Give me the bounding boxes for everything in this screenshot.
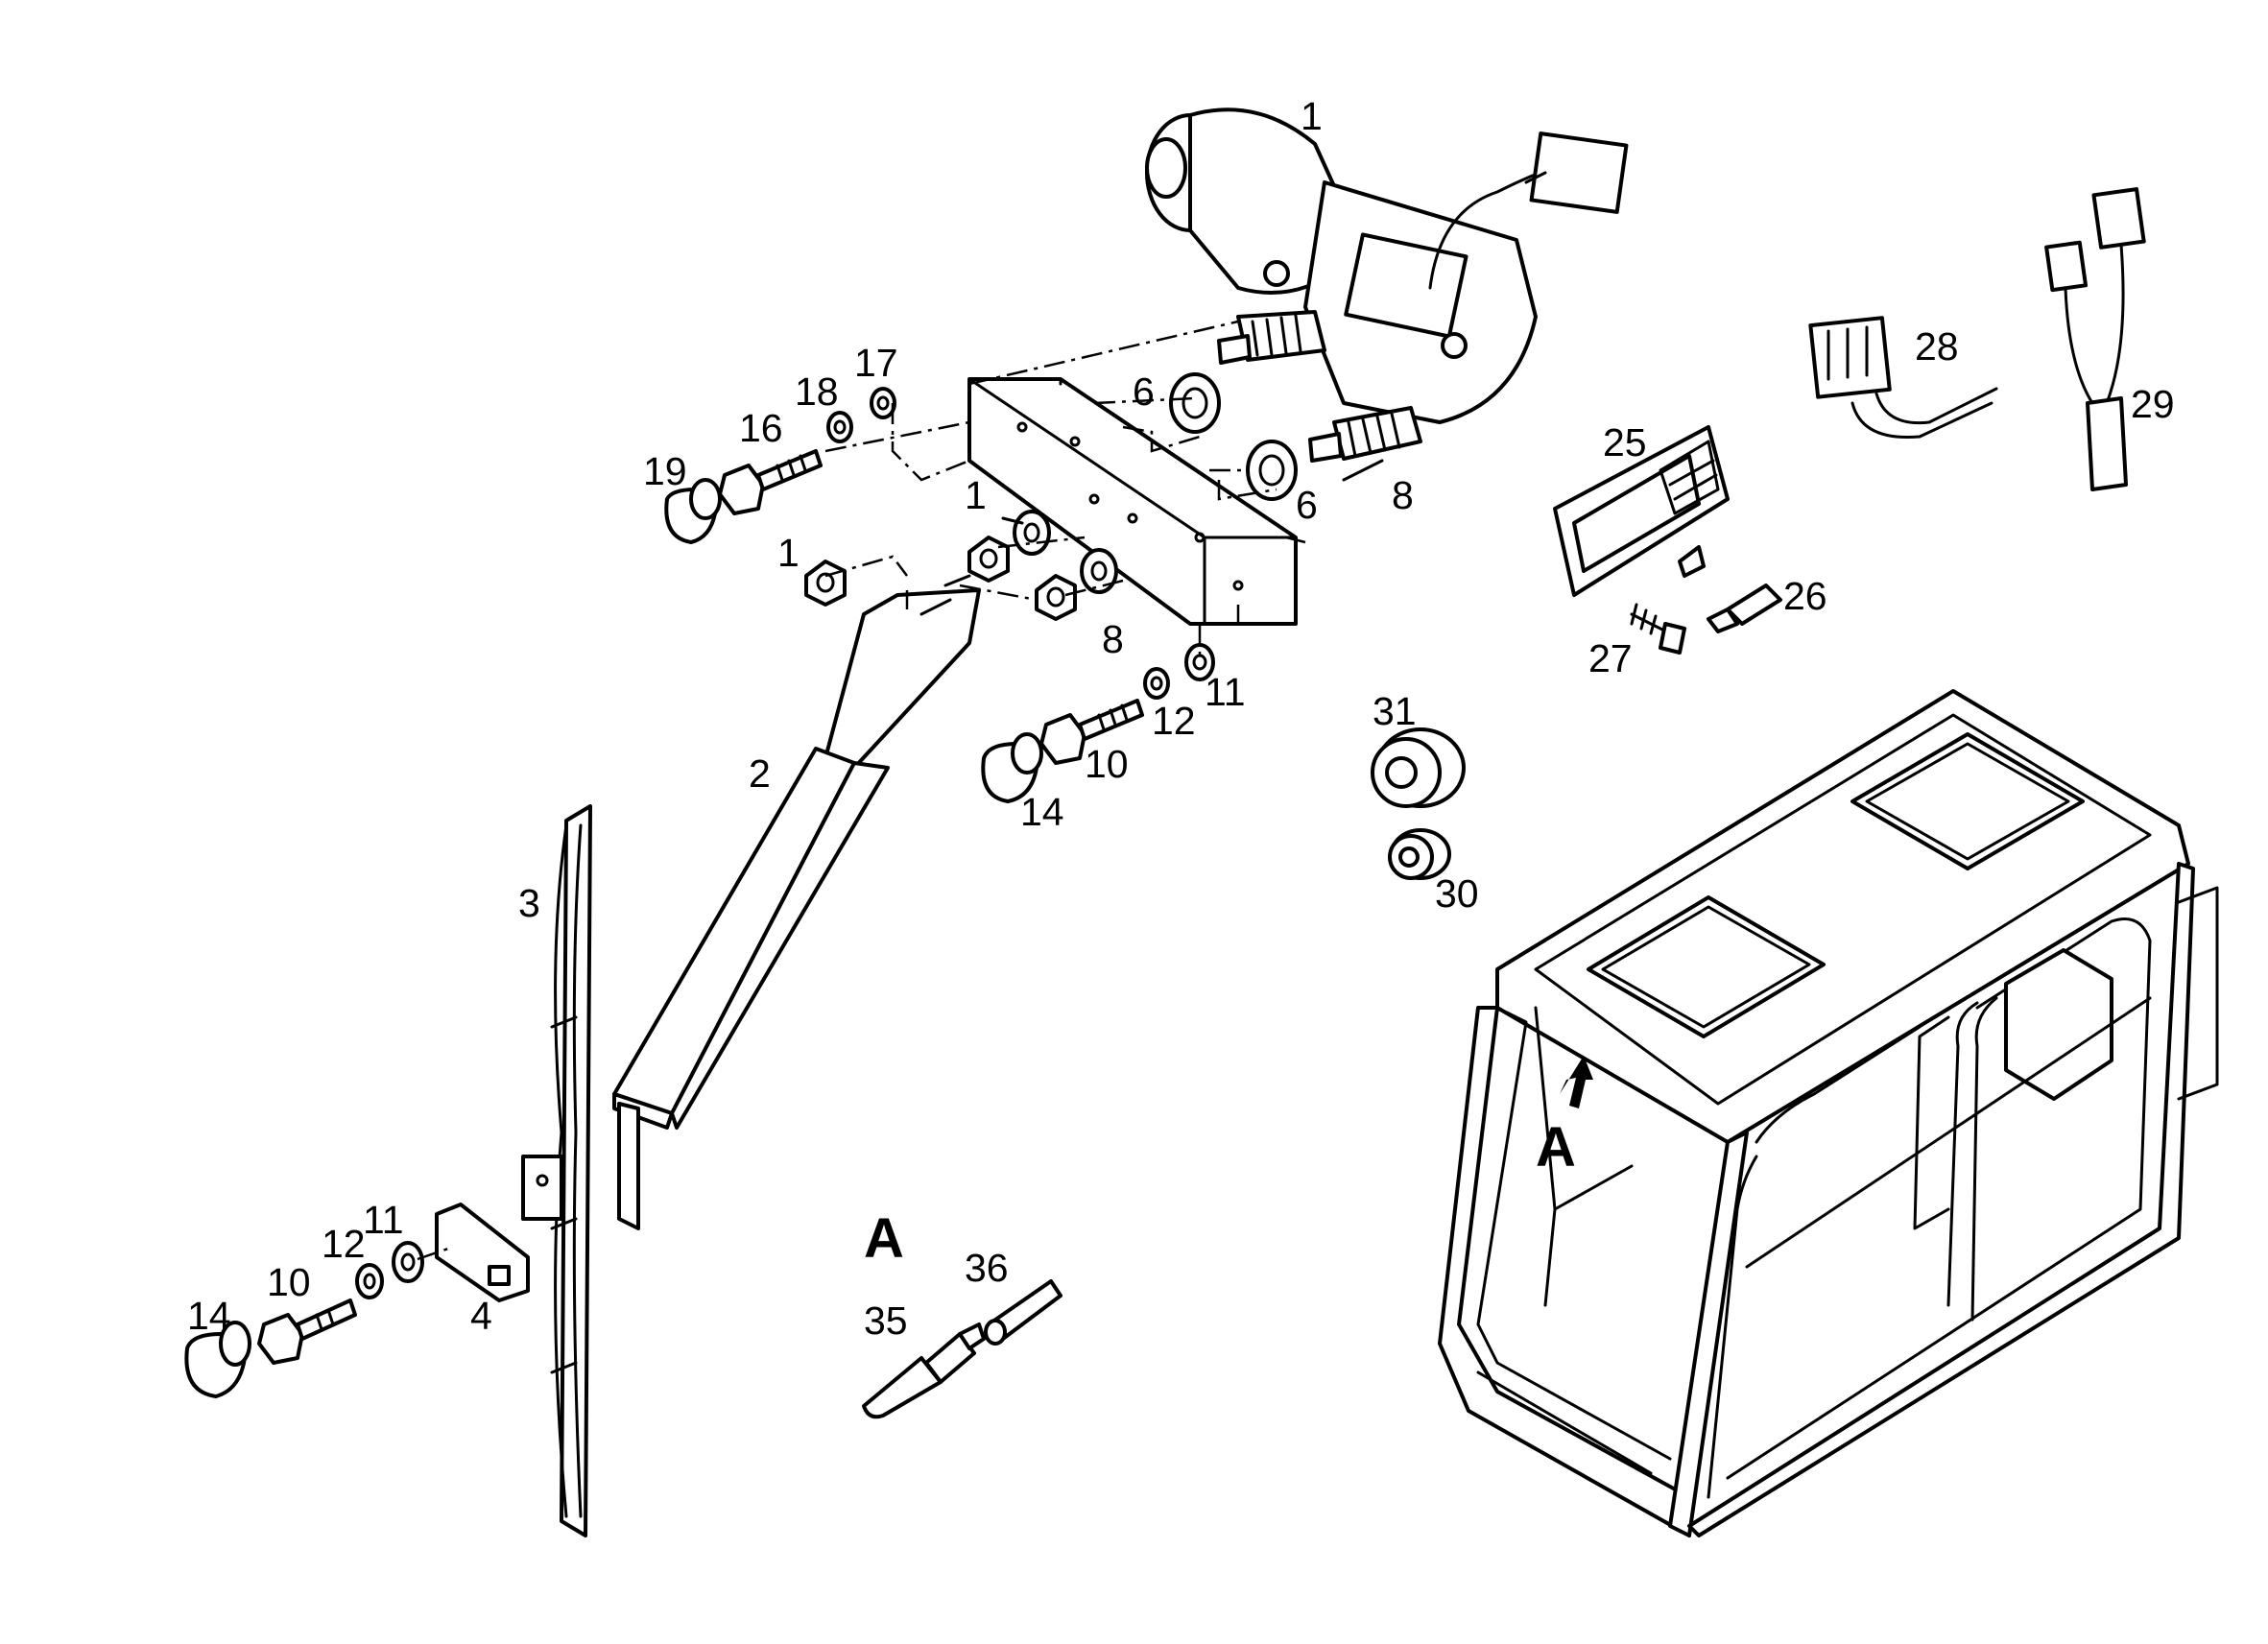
- washer-8-mid: [1080, 548, 1118, 594]
- leader-lines: [417, 320, 1384, 1261]
- operator-cab: [1438, 689, 2219, 1537]
- bolt-10-right: [1039, 699, 1144, 765]
- label-19: 19: [643, 449, 687, 493]
- lamp-25: [1553, 425, 1730, 597]
- wiper-motor: [1145, 107, 1629, 463]
- label-3: 3: [518, 881, 540, 925]
- label-view-a-detail: A: [864, 1207, 904, 1270]
- bolt-10-left: [257, 1299, 357, 1365]
- view-arrow-a: [1560, 1056, 1593, 1108]
- label-6-a: 6: [1133, 369, 1155, 414]
- label-11-a: 11: [1205, 670, 1246, 714]
- nut-1-left: [804, 560, 847, 607]
- label-31: 31: [1373, 689, 1417, 733]
- label-17: 17: [854, 341, 898, 385]
- hose-36: [984, 1279, 1062, 1346]
- label-1-nut-mid: 1: [965, 473, 987, 517]
- wiper-blade: [521, 804, 592, 1537]
- label-28: 28: [1915, 324, 1959, 369]
- mounting-plate: [967, 377, 1298, 626]
- seal-6-upper: [1169, 372, 1221, 434]
- grommet-30: [1388, 828, 1451, 880]
- part-labels: 1 1 1 2 3 4 6 6 8 8 10 10 11 11 12 12 14…: [187, 94, 2175, 1343]
- washer-1-mid: [1013, 510, 1051, 556]
- screw-27: [1630, 603, 1686, 655]
- label-1-nut-left: 1: [777, 531, 800, 575]
- label-29: 29: [2131, 382, 2175, 426]
- adapter-4: [435, 1203, 530, 1302]
- label-35: 35: [864, 1299, 908, 1343]
- label-16: 16: [739, 406, 783, 450]
- cap-nut-19: [664, 478, 722, 544]
- grommet-31: [1371, 727, 1466, 808]
- label-14-b: 14: [187, 1294, 231, 1338]
- label-12-b: 12: [322, 1222, 366, 1266]
- label-25: 25: [1603, 420, 1647, 465]
- label-8-a: 8: [1392, 473, 1414, 517]
- nozzle-35: [862, 1322, 986, 1419]
- label-6-b: 6: [1296, 483, 1318, 527]
- washer-12-left: [355, 1263, 384, 1299]
- label-2: 2: [749, 751, 771, 796]
- label-10-a: 10: [1085, 742, 1129, 786]
- connector-29: [2044, 187, 2146, 491]
- bolt-16: [718, 449, 823, 515]
- label-12-a: 12: [1152, 699, 1196, 743]
- washer-11-left: [392, 1241, 424, 1283]
- cap-nut-14-left: [184, 1321, 251, 1398]
- label-10-b: 10: [267, 1260, 311, 1304]
- label-30: 30: [1435, 871, 1479, 916]
- label-4: 4: [470, 1294, 492, 1338]
- label-view-a-cab: A: [1536, 1116, 1576, 1179]
- label-11-b: 11: [363, 1198, 404, 1242]
- nut-8-mid: [1035, 574, 1077, 621]
- washer-18: [826, 411, 853, 443]
- label-36: 36: [965, 1246, 1009, 1290]
- label-27: 27: [1588, 636, 1633, 680]
- nut-1-mid: [967, 536, 1010, 583]
- label-26: 26: [1783, 574, 1827, 618]
- washer-17: [870, 387, 896, 419]
- label-8-b: 8: [1102, 617, 1124, 661]
- cap-nut-14-right: [981, 732, 1043, 803]
- bulb-26: [1707, 584, 1782, 633]
- connector-28: [1808, 316, 1998, 440]
- washer-12-right: [1143, 667, 1170, 700]
- label-18: 18: [795, 369, 839, 414]
- label-14-a: 14: [1020, 790, 1064, 834]
- wiper-arm: [612, 574, 981, 1230]
- seal-6-lower: [1246, 440, 1298, 501]
- label-1-motor: 1: [1301, 94, 1323, 138]
